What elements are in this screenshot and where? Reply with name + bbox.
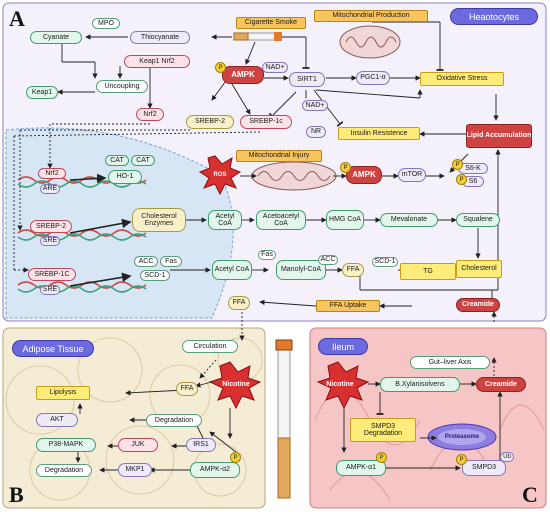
ffa-node-b: FFA [176,382,198,396]
panel-b-title: Adipose Tissue [12,340,94,357]
panel-a-letter: A [9,6,25,31]
panel-a-title: Heaotocytes [450,8,538,25]
thiocyanate-node: Thiocyanate [130,31,190,44]
phospho-badge: P [456,454,467,465]
phospho-badge: P [340,162,351,173]
acc-node: ACC [134,256,158,267]
smpd3-node: SMPD3 [462,460,506,476]
ubiquitin-badge: Ub [500,452,514,462]
srebp2-node: SREBP-2 [186,115,234,129]
b-xylanisolvens-node: B.Xylanisolvens [380,377,460,392]
phospho-badge: P [456,174,467,185]
ffa-uptake-label: FFA Uptake [316,300,380,312]
srebp1c-node: SREBP-1c [240,115,292,129]
uncoupling-node: Uncoupling [96,80,148,93]
nrf2-node: Nrf2 [136,108,164,121]
irs1-node: IRS1 [186,438,216,452]
mtor-node: mTOR [398,168,426,182]
phospho-badge: P [376,452,387,463]
oxidative-stress-node: Oxidative Stress [420,72,504,86]
ffa-droplet-node: FFA [228,296,250,310]
squalene-node: Squalene [456,213,500,227]
panel-c-title: Ileum [318,338,368,355]
smpd3-degradation-node: SMPD3 Degradation [350,418,416,442]
cat-node-1: CAT [105,155,129,166]
cyanate-node: Cyanate [30,31,82,44]
proteasome-label: Proteasome [444,433,480,440]
cigarette-smoke-label: Cigarette Smoke [236,17,306,29]
cholesterol-node: Cholesterol [456,260,502,278]
ampk-a1-node: AMPK-α1 [336,460,386,476]
circulation-node: Circulation [182,340,238,353]
p38-mapk-node: P38-MAPK [36,438,96,452]
acc-enzyme: ACC [318,255,338,265]
phospho-badge: P [215,62,226,73]
degradation-node-2: Degradation [36,464,92,477]
cigarette-top [233,32,282,41]
nicotine-burst-b [208,361,262,410]
panel-c-background [309,327,547,509]
proteasome-shape [427,423,497,451]
cholesterol-enzymes-node: Cholesterol Enzymes [132,208,186,232]
nicotine-label-c: Nicotine [326,381,354,389]
keap1-node: Keap1 [26,86,58,99]
manolyl-coa-node: Manolyl-CoA [276,260,326,280]
lipolysis-node: Lipolysis [36,386,90,400]
juk-node: JUK [118,438,158,452]
mitochondrial-production-label: Mitochondrial Production [314,10,428,22]
mevalonate-node: Mevalonate [380,213,438,227]
ros-burst [198,155,242,196]
fas-node: Fas [160,256,182,267]
ros-label: ROS [213,171,227,178]
scd1-node: SCD-1 [140,270,170,281]
acetoacetyl-coa-node: Acetoacetyl CoA [256,210,306,230]
mitochondrion-top [339,25,401,59]
keap1-nrf2-node: Keap1 Nrf2 [124,55,190,68]
acetyl-coa-node: Acetyl CoA [208,210,242,230]
sre-element-2: SRE [40,285,60,295]
phospho-badge: P [452,159,463,170]
phospho-badge: P [230,452,241,463]
gut-liver-axis-label: Gut–liver Axis [410,356,490,369]
akt-node: AKT [36,413,78,427]
lipid-accumulation-node: Lipid Accumulation [466,124,532,148]
srebp2-nuclear-node: SREBP-2 [30,220,72,233]
ampk-node: AMPK [222,66,264,84]
sre-element: SRE [40,236,60,246]
nicotine-burst-c [316,361,370,410]
acetyl-coa-node-2: Acetyl CoA [212,260,252,280]
mitochondrial-injury-label: Mitochondrial Injury [236,150,322,162]
scd1-enzyme: SCD-1 [372,257,398,267]
insulin-resistance-node: Insulin Resistence [338,127,420,140]
tg-node: TG [400,263,456,280]
nad-plus-node-2: NAD+ [302,100,328,111]
mitochondrion-middle [251,161,337,191]
ho1-node: HO-1 [108,170,142,184]
degradation-node-1: Degradation [146,414,202,427]
are-element: ARE [40,184,60,194]
nr-node: NR [306,126,326,138]
creamide-node-c: Creamide [476,377,526,392]
nicotine-label-b: Nicotine [222,381,250,389]
creamide-node-a: Creamide [456,298,500,312]
cigarette-center [275,339,293,499]
hmg-coa-node: HMG CoA [326,210,364,230]
cat-node-2: CAT [131,155,155,166]
fas-enzyme: Fas [258,250,276,260]
pgc1a-node: PGC1-α [356,71,390,85]
srebp1c-gene-node: SREBP-1C [28,268,76,281]
ampk-node-2: AMPK [346,166,382,184]
nrf2-nuclear-node: Nrf2 [38,168,66,179]
sirt1-node: SIRT1 [289,72,325,87]
nad-plus-node: NAD+ [262,62,288,73]
panel-b-letter: B [9,482,24,507]
ffa-node: FFA [342,263,364,277]
mkp1-node: MKP1 [118,463,152,477]
ampk-a2-node: AMPK-α2 [190,462,240,478]
mpo-label: MPO [92,18,120,29]
panel-c-letter: C [522,482,538,507]
